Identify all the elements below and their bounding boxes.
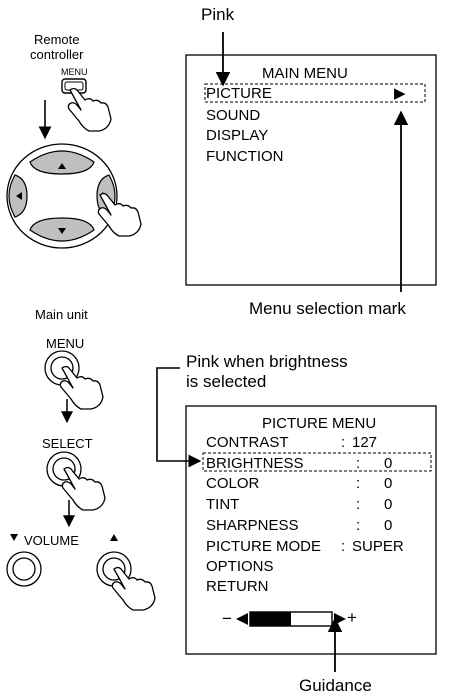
- guidance-plus-icon: +: [347, 608, 357, 627]
- picture-menu-screen: [185, 405, 437, 655]
- row-value-sharpness: 0: [384, 517, 393, 534]
- dpad-up-button[interactable]: [29, 150, 95, 175]
- main-unit-label: Main unit: [35, 307, 88, 322]
- remote-controller-label: Remote controller: [30, 32, 84, 62]
- guidance-minus-icon: −: [222, 609, 232, 628]
- volume-down-icon: [10, 534, 18, 541]
- row-label-brightness[interactable]: BRIGHTNESS: [206, 455, 304, 472]
- hand-icon: [61, 466, 106, 511]
- row-label-color[interactable]: COLOR: [206, 475, 260, 492]
- volume-label: VOLUME: [24, 533, 79, 548]
- main-menu-item-picture[interactable]: PICTURE: [206, 85, 272, 102]
- guidance-level-fill: [250, 612, 291, 626]
- main-menu-title: MAIN MENU: [262, 65, 348, 82]
- main-menu-screen: [185, 54, 437, 286]
- main-menu-item-function[interactable]: FUNCTION: [206, 148, 284, 165]
- hand-icon: [97, 192, 142, 237]
- row-label-contrast[interactable]: CONTRAST: [206, 434, 289, 451]
- row-label-tint[interactable]: TINT: [206, 496, 240, 513]
- hand-icon: [59, 365, 104, 410]
- row-value-tint: 0: [384, 496, 393, 513]
- main-menu-item-display[interactable]: DISPLAY: [206, 127, 269, 144]
- main-menu-item-sound[interactable]: SOUND: [206, 107, 261, 124]
- row-sep: :: [356, 496, 361, 513]
- row-value-brightness: 0: [384, 455, 393, 472]
- row-sep: :: [356, 475, 361, 492]
- guidance-bar: [236, 611, 346, 627]
- row-value-contrast: 127: [352, 434, 378, 451]
- row-label-picture-mode[interactable]: PICTURE MODE: [206, 538, 322, 555]
- pink-label: Pink: [201, 5, 235, 24]
- selection-marker-icon: ▶: [394, 85, 406, 102]
- picture-selection-highlight: [204, 83, 426, 103]
- picture-menu-title: PICTURE MENU: [262, 415, 377, 432]
- menu-item-options[interactable]: OPTIONS: [206, 558, 274, 575]
- select-label: SELECT: [42, 436, 93, 451]
- row-sep: :: [341, 538, 346, 555]
- remote-dpad: [6, 143, 142, 249]
- volume-up-icon: [110, 534, 118, 541]
- row-label-sharpness[interactable]: SHARPNESS: [206, 517, 299, 534]
- menu-selection-mark-label: Menu selection mark: [249, 299, 406, 318]
- brightness-selection-highlight: [202, 452, 432, 472]
- menu-item-return[interactable]: RETURN: [206, 578, 269, 595]
- pink-brightness-arrow: [156, 367, 202, 468]
- unit-menu-label: MENU: [46, 336, 85, 351]
- hand-icon: [67, 87, 112, 132]
- row-sep: :: [341, 434, 346, 451]
- row-sep: :: [356, 455, 361, 472]
- pink-when-brightness-label: Pink when brightness is selected: [186, 352, 348, 391]
- row-sep: :: [356, 517, 361, 534]
- volume-down-button[interactable]: [6, 551, 42, 587]
- row-value-color: 0: [384, 475, 393, 492]
- remote-menu-label: MENU: [61, 67, 88, 77]
- guidance-label: Guidance: [299, 676, 372, 695]
- hand-icon: [111, 566, 156, 611]
- row-value-picture-mode: SUPER: [352, 538, 404, 555]
